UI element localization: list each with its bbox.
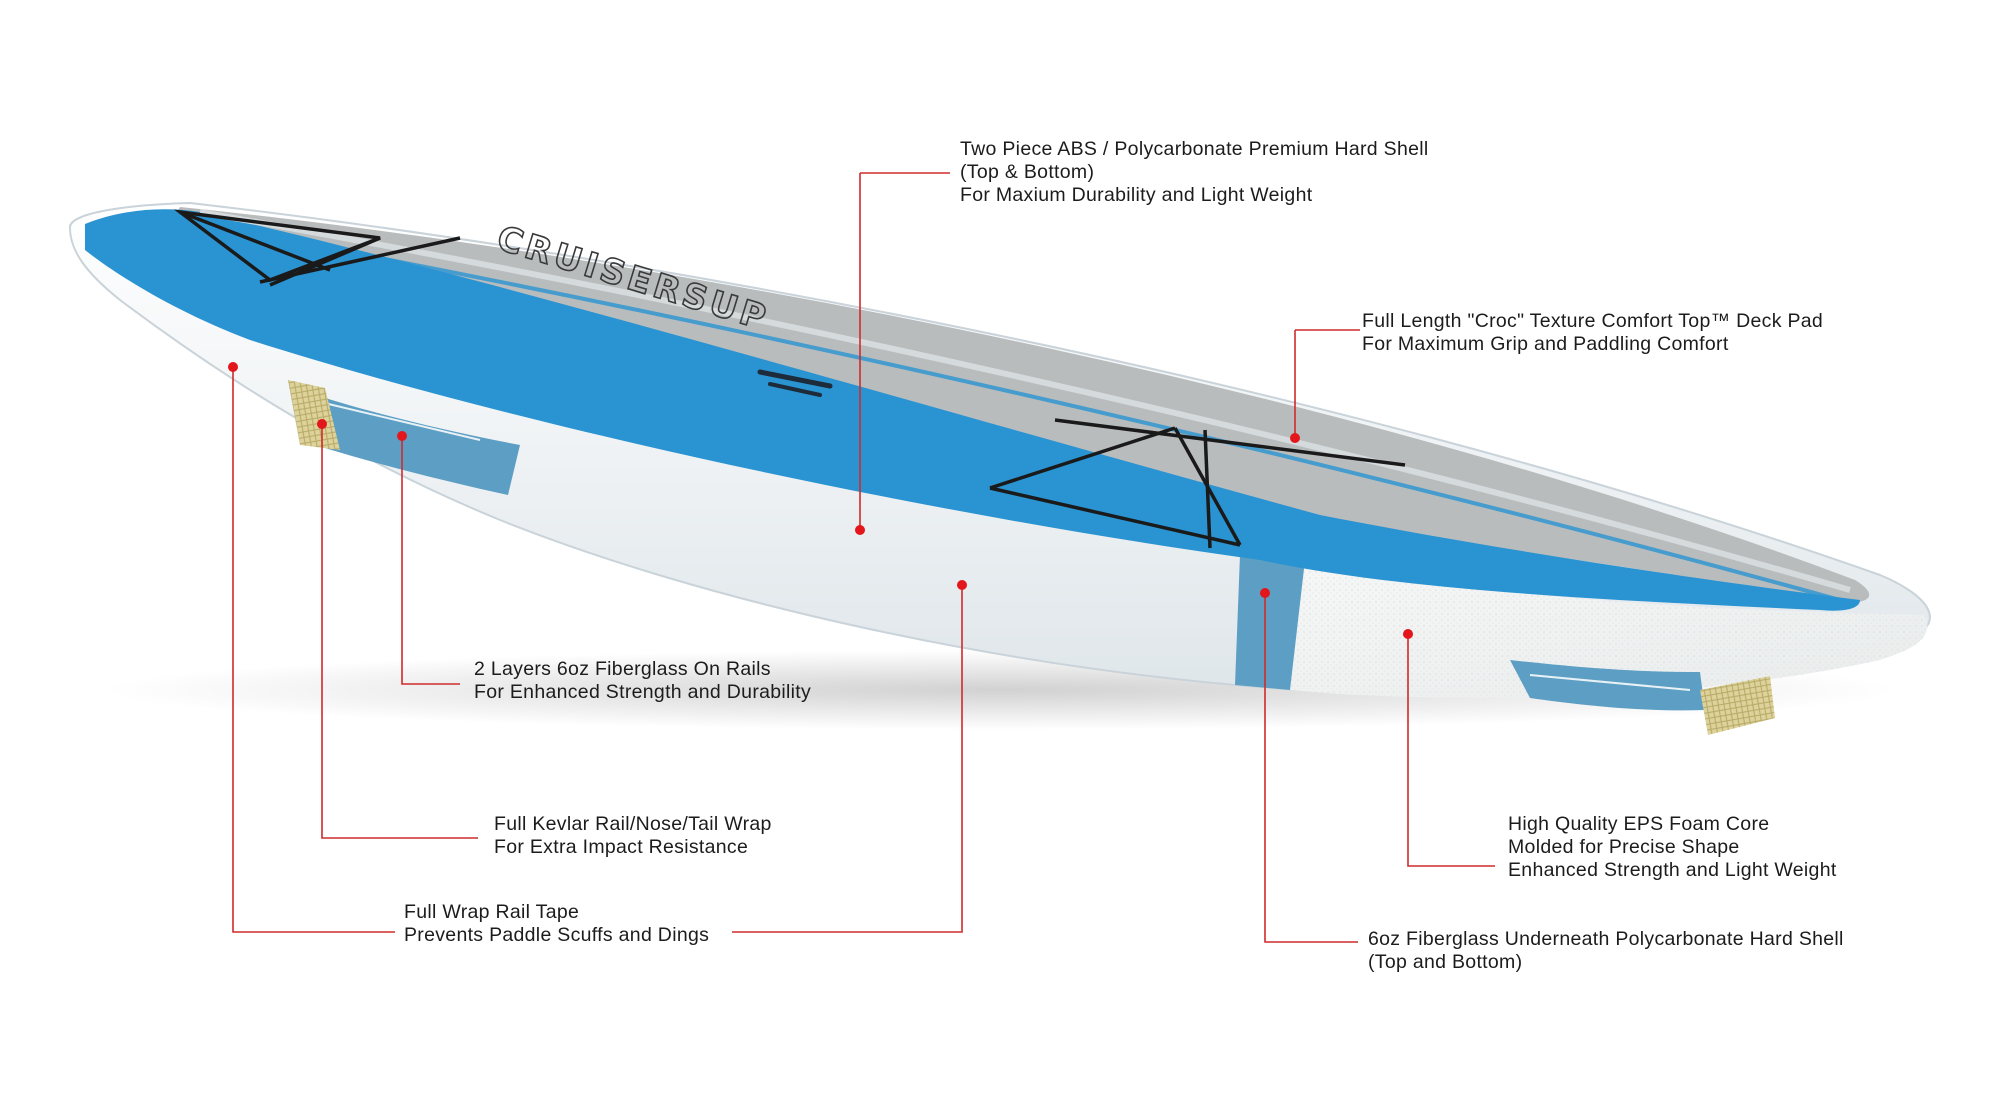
callout-eps-core-line-2: Molded for Precise Shape [1508,836,1740,858]
callout-shell-line-1: Two Piece ABS / Polycarbonate Premium Ha… [960,138,1429,160]
callout-rail-tape: Full Wrap Rail Tape Prevents Paddle Scuf… [404,901,709,947]
callout-shell-line-2: (Top & Bottom) [960,161,1095,183]
bungee-rear [989,418,1406,549]
callout-rail-tape-line-2: Prevents Paddle Scuffs and Dings [404,924,710,946]
callout-shell-line-3: For Maxium Durability and Light Weight [960,184,1313,206]
callout-eps-core: High Quality EPS Foam Core Molded for Pr… [1508,813,1837,882]
callout-fiberglass-underneath-line-2: (Top and Bottom) [1368,951,1523,973]
rail-tape-right [1510,660,1705,711]
callout-shell: Two Piece ABS / Polycarbonate Premium Ha… [960,138,1429,207]
leader-rail-tape [232,367,395,933]
leader-dots [228,362,1413,639]
leader-lines [232,172,1495,943]
rail-tape-left [300,390,520,495]
leader-fiberglass-underneath [1264,593,1358,943]
callout-rail-tape-line-1: Full Wrap Rail Tape [404,901,580,923]
callout-deckpad-line-1: Full Length "Croc" Texture Comfort Top™ … [1362,310,1824,332]
callout-fiberglass-underneath: 6oz Fiberglass Underneath Polycarbonate … [1368,928,1844,974]
callout-kevlar-line-1: Full Kevlar Rail/Nose/Tail Wrap [494,813,772,835]
carry-handle [757,369,833,397]
deck-gray [175,207,1870,603]
callout-deckpad: Full Length "Croc" Texture Comfort Top™ … [1362,310,1823,356]
callout-eps-core-line-1: High Quality EPS Foam Core [1508,813,1770,835]
callout-kevlar-line-2: For Extra Impact Resistance [494,836,749,858]
fiberglass-cutaway [1235,555,1305,690]
callout-fiberglass-rails: 2 Layers 6oz Fiberglass On Rails For Enh… [474,658,811,704]
kevlar-nose [288,380,340,450]
bungee-front [173,209,461,287]
callout-deckpad-line-2: For Maximum Grip and Paddling Comfort [1362,333,1729,355]
deck-pad-blue [85,209,1860,611]
callout-fiberglass-underneath-line-1: 6oz Fiberglass Underneath Polycarbonate … [1368,928,1844,950]
leader-eps-core [1407,634,1495,867]
kevlar-tail [1700,676,1775,735]
leader-kevlar [321,424,478,839]
callout-fiberglass-rails-line-1: 2 Layers 6oz Fiberglass On Rails [474,658,771,680]
leader-fiberglass-rails [401,436,460,685]
callout-eps-core-line-3: Enhanced Strength and Light Weight [1508,859,1837,881]
callout-kevlar: Full Kevlar Rail/Nose/Tail Wrap For Extr… [494,813,772,859]
callout-fiberglass-rails-line-2: For Enhanced Strength and Durability [474,681,812,703]
